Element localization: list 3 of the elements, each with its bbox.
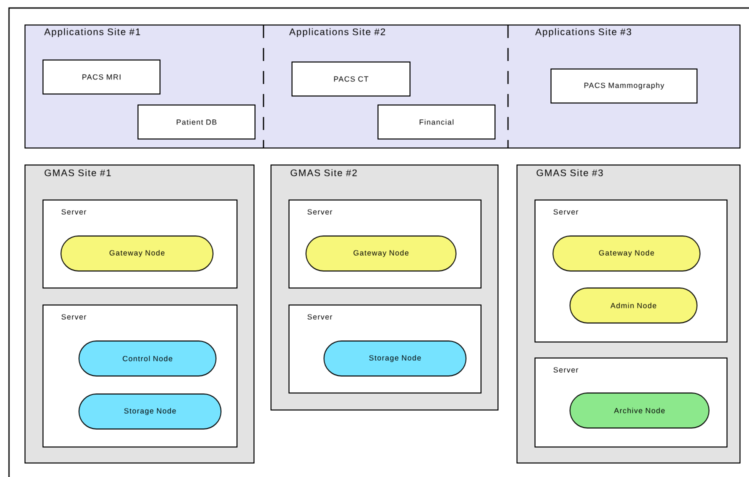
site-heading: Applications Site #2 (289, 28, 386, 38)
site-heading: Applications Site #1 (44, 28, 140, 38)
site-heading: Applications Site #3 (535, 28, 632, 38)
